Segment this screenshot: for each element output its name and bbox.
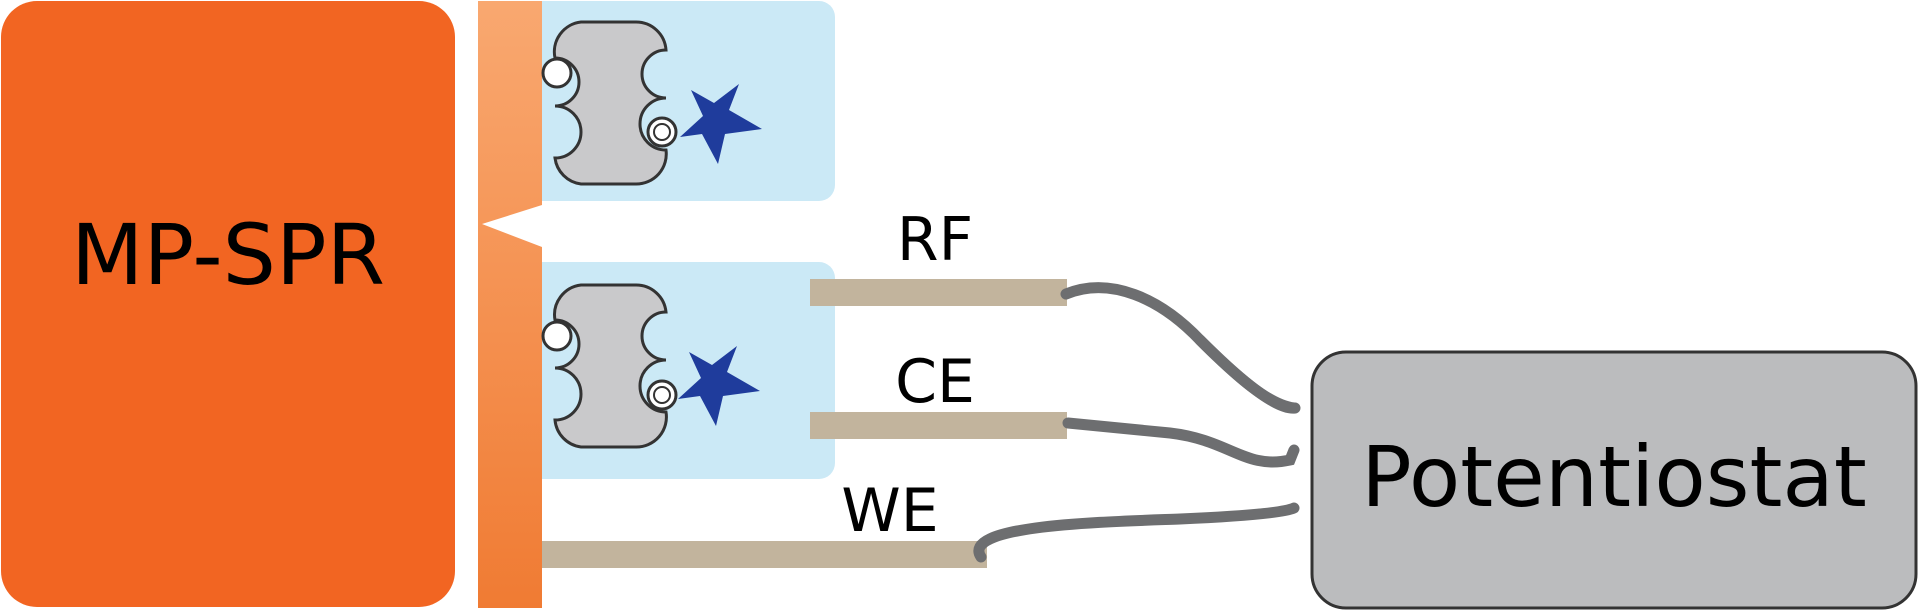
mp-spr-label: MP-SPR (71, 206, 385, 304)
rf-electrode (810, 279, 1067, 306)
we-electrode (542, 541, 987, 568)
mp-spr-body (1, 1, 455, 607)
ce-electrode (810, 412, 1067, 439)
electrodes (542, 279, 1067, 568)
we-wire (973, 502, 1300, 563)
chip-hole-top-left (541, 57, 573, 89)
rf-label: RF (897, 205, 973, 275)
ce-label: CE (895, 347, 975, 417)
flow-cell-bottom (541, 262, 835, 479)
ce-wire (1062, 417, 1300, 468)
potentiostat-label: Potentiostat (1361, 428, 1867, 526)
flow-cell-top (541, 1, 835, 201)
mp-spr-instrument: MP-SPR (1, 1, 455, 607)
prism-strip (478, 1, 542, 608)
chip-body-bottom (553, 283, 668, 449)
rf-wire-end (1194, 334, 1300, 414)
chip-hole-bottom-left (541, 320, 573, 352)
we-label: WE (841, 476, 938, 546)
star-icon (678, 346, 760, 426)
potentiostat-body (1310, 350, 1918, 610)
chip-body-top (552, 20, 668, 186)
prism (478, 1, 542, 608)
potentiostat: Potentiostat (1310, 350, 1918, 610)
wires (973, 282, 1301, 563)
sensor-chip-bottom (541, 283, 678, 449)
star-icon (680, 84, 762, 164)
sensor-chip-top (541, 20, 678, 186)
